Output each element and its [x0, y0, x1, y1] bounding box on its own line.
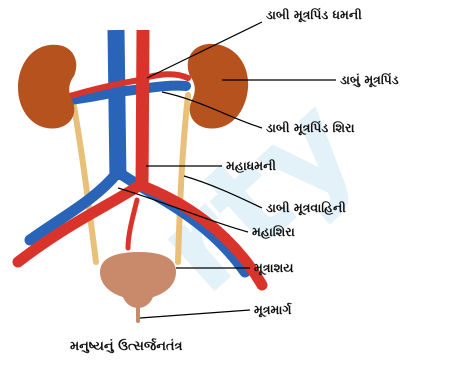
leader-left-ureter — [184, 176, 262, 208]
label-urethra: મૂત્રમાર્ગ — [254, 303, 292, 317]
vena-cava-group — [70, 30, 186, 180]
label-bladder: મૂત્રાશય — [254, 261, 293, 275]
leader-urethra — [140, 310, 250, 318]
left-renal-vein — [116, 86, 186, 92]
vena-cava — [116, 30, 118, 180]
aorta — [142, 30, 143, 190]
right-iliac-artery — [18, 185, 140, 262]
label-left-ureter: ડાબી મૂત્રવાહિની — [266, 201, 346, 215]
label-vena-cava: મહાશિરા — [252, 225, 295, 239]
bladder-group — [100, 252, 176, 321]
left-ureter — [178, 95, 188, 262]
small-artery-branch — [128, 200, 137, 248]
label-left-kidney: ડાબું મૂત્રપિંડ — [340, 73, 399, 87]
right-ureter — [72, 95, 96, 262]
urinary-bladder — [100, 252, 176, 300]
label-left-renal-artery: ડાબી મૂત્રપિંડ ધમની — [266, 8, 362, 22]
figure-caption: મનુષ્યનું ઉત્સર્જનતંત્ર — [70, 340, 183, 354]
left-kidney — [188, 44, 248, 129]
label-left-renal-vein: ડાબી મૂત્રપિંડ શિરા — [266, 121, 355, 135]
label-aorta: મહાધમની — [226, 159, 276, 173]
right-kidney — [18, 45, 76, 129]
